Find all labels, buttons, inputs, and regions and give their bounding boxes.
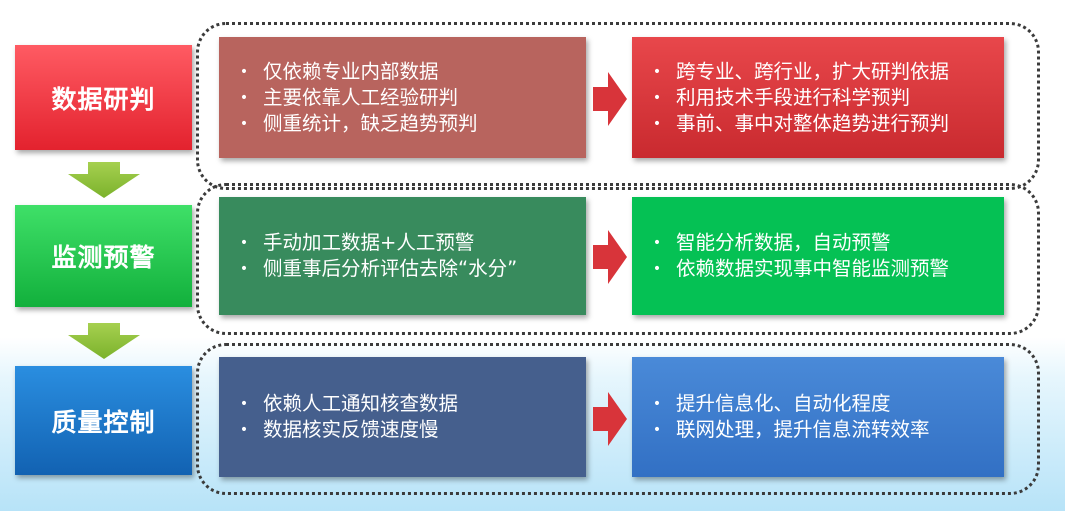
row-label: 监测预警 [15, 205, 192, 307]
row-label: 质量控制 [15, 366, 192, 475]
list-item: •侧重统计，缺乏趋势预判 [239, 111, 478, 135]
row-label-text: 数据研判 [51, 84, 156, 114]
target-state-box: •提升信息化、自动化程度 •联网处理，提升信息流转效率 [632, 357, 1004, 477]
row-label-text: 质量控制 [51, 407, 156, 437]
right-arrow-icon [593, 72, 627, 126]
list-item: •主要依靠人工经验研判 [239, 85, 459, 109]
list-item: •提升信息化、自动化程度 [652, 392, 891, 415]
current-state-box: •手动加工数据+人工预警 •侧重事后分析评估去除“水分” [219, 197, 586, 315]
current-state-box: •仅依赖专业内部数据 •主要依靠人工经验研判 •侧重统计，缺乏趋势预判 [219, 37, 586, 158]
row-frame [196, 183, 1040, 335]
list-item: •手动加工数据+人工预警 [239, 231, 475, 254]
list-item: •跨专业、跨行业，扩大研判依据 [652, 59, 950, 83]
list-item: •联网处理，提升信息流转效率 [652, 418, 930, 441]
list-item: •事前、事中对整体趋势进行预判 [652, 111, 950, 135]
list-item: •智能分析数据，自动预警 [652, 231, 891, 254]
target-state-box: •智能分析数据，自动预警 •依赖数据实现事中智能监测预警 [632, 197, 1004, 315]
row-label-text: 监测预警 [51, 243, 156, 272]
right-arrow-icon [593, 392, 627, 446]
list-item: •侧重事后分析评估去除“水分” [239, 257, 518, 280]
down-arrow-icon [68, 162, 140, 198]
down-arrow-icon [68, 323, 140, 359]
target-state-box: •跨专业、跨行业，扩大研判依据 •利用技术手段进行科学预判 •事前、事中对整体趋… [632, 37, 1004, 158]
row-frame [196, 343, 1040, 495]
list-item: •依赖数据实现事中智能监测预警 [652, 257, 950, 280]
list-item: •数据核实反馈速度慢 [239, 418, 439, 441]
current-state-box: •依赖人工通知核查数据 •数据核实反馈速度慢 [219, 357, 586, 477]
right-arrow-icon [593, 230, 627, 284]
list-item: •依赖人工通知核查数据 [239, 392, 459, 415]
list-item: •仅依赖专业内部数据 [239, 59, 439, 83]
row-label: 数据研判 [15, 45, 192, 150]
list-item: •利用技术手段进行科学预判 [652, 85, 911, 109]
row-frame [196, 22, 1040, 190]
